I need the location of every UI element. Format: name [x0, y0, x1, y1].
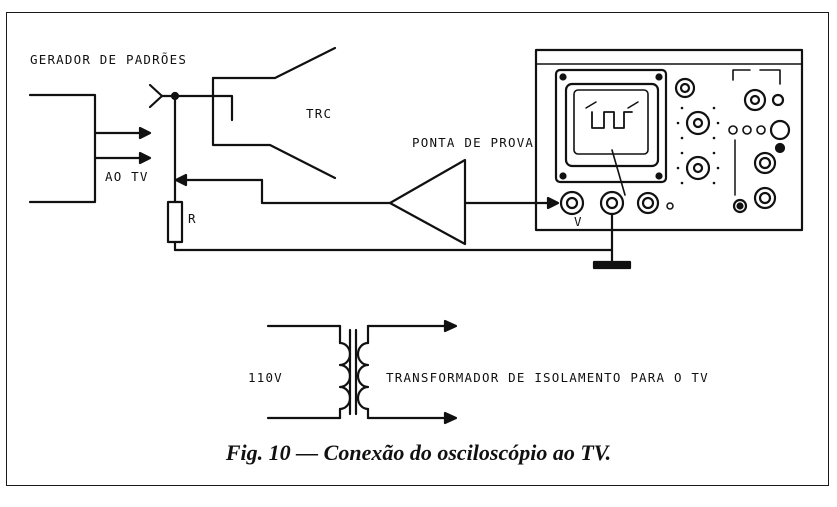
scope-selector-knob [743, 88, 767, 112]
label-transformer: TRANSFORMADOR DE ISOLAMENTO PARA O TV [386, 370, 709, 385]
isolation-transformer [266, 319, 458, 425]
scope-screen-bezel [554, 68, 668, 184]
scope-screen [573, 89, 649, 155]
ground-symbol [592, 260, 632, 270]
input-v-jack [559, 190, 585, 216]
output-arrows [93, 126, 152, 165]
scope-knob [685, 110, 711, 136]
label-v-input: V [574, 214, 583, 229]
label-crt: TRC [306, 106, 333, 121]
input-ground-jack [599, 190, 625, 216]
figure-caption: Fig. 10 — Conexão do osciloscópio ao TV. [225, 440, 612, 465]
figure-frame [6, 12, 829, 486]
resistor [166, 200, 184, 244]
square-wave-trace [591, 111, 633, 129]
crt-tube [211, 46, 337, 180]
oscilloscope-body [534, 48, 804, 232]
label-mains-voltage: 110V [248, 370, 283, 385]
label-pattern-generator: GERADOR DE PADRÕES [30, 52, 188, 67]
pattern-generator-box [28, 93, 97, 204]
probe-triangle [388, 158, 467, 246]
antenna-connector [148, 83, 164, 109]
label-resistor: R [188, 211, 197, 226]
label-to-tv: AO TV [105, 169, 149, 184]
label-probe: PONTA DE PROVA [412, 135, 535, 150]
